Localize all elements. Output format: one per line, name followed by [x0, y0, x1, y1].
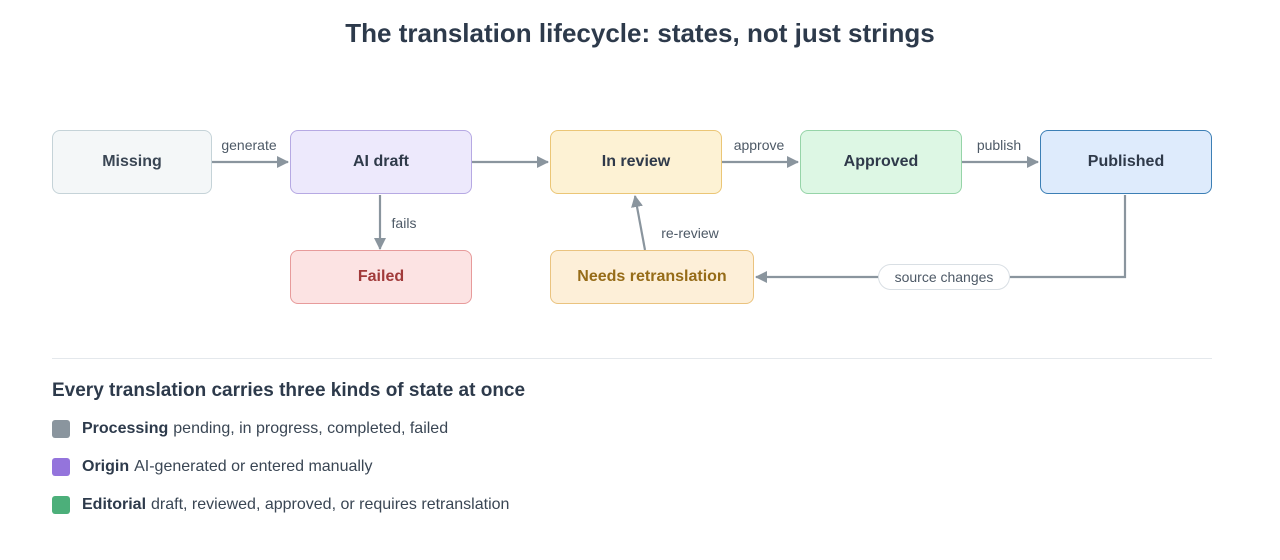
- legend-name: Editorial: [82, 496, 147, 513]
- state-ai-draft: AI draft: [290, 130, 472, 194]
- legend-item-processing: Processing pending, in progress, complet…: [52, 419, 448, 439]
- state-failed: Failed: [290, 250, 472, 304]
- diagram-title: The translation lifecycle: states, not j…: [345, 18, 935, 48]
- edge-label-re-review: re-review: [661, 225, 719, 241]
- edge-re-review: [631, 195, 647, 251]
- legend-name: Origin: [82, 458, 130, 475]
- state-needs-retranslation: Needs retranslation: [550, 250, 754, 304]
- edge-label-fails: fails: [391, 215, 417, 231]
- legend-item-editorial: Editorial draft, reviewed, approved, or …: [52, 495, 509, 515]
- edge-label-publish: publish: [976, 137, 1022, 153]
- legend-description: pending, in progress, completed, failed: [173, 420, 449, 437]
- edge-label-approve: approve: [733, 137, 785, 153]
- state-approved: Approved: [800, 130, 962, 194]
- state-published: Published: [1040, 130, 1212, 194]
- legend-item-origin: Origin AI-generated or entered manually: [52, 457, 372, 477]
- legend-description: draft, reviewed, approved, or requires r…: [151, 496, 510, 513]
- legend-swatch-editorial: [52, 496, 70, 514]
- legend-name: Processing: [82, 420, 169, 437]
- edge-label-generate: generate: [221, 137, 277, 153]
- legend-description: AI-generated or entered manually: [134, 458, 373, 475]
- state-missing: Missing: [52, 130, 212, 194]
- legend-swatch-processing: [52, 420, 70, 438]
- state-in-review: In review: [550, 130, 722, 194]
- legend-heading: Every translation carries three kinds of…: [52, 380, 526, 401]
- edge-label-source-changes: source changes: [878, 264, 1010, 290]
- legend-swatch-origin: [52, 458, 70, 476]
- section-divider: [52, 358, 1212, 359]
